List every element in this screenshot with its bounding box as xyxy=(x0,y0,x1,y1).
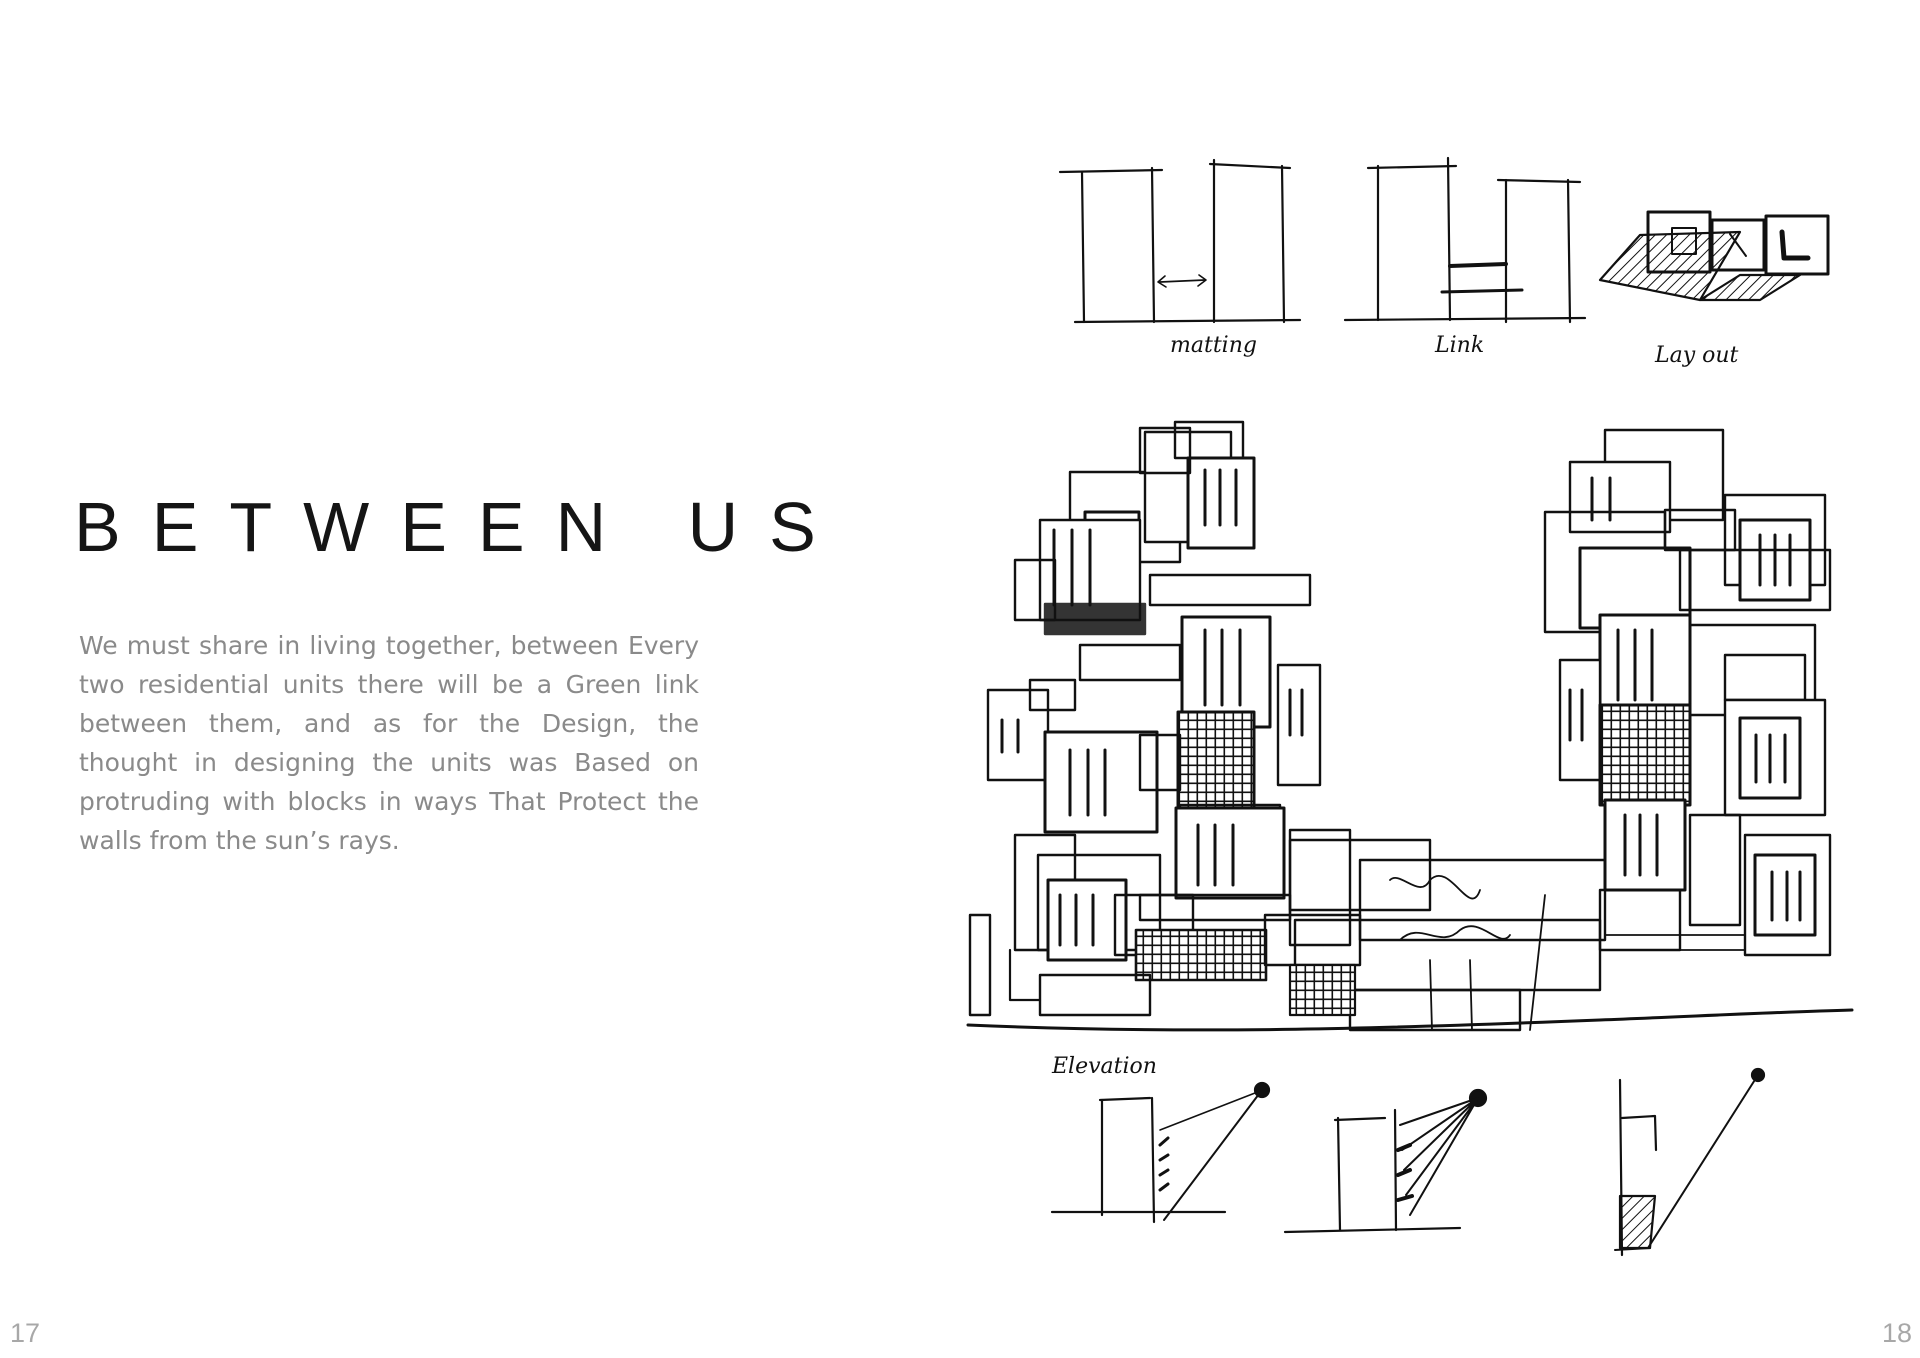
sun-diagram-3 xyxy=(1614,1067,1766,1257)
sun-diagram-1 xyxy=(1050,1081,1271,1224)
label-matting: matting xyxy=(1170,333,1257,358)
section-title: BETWEEN US xyxy=(74,488,847,566)
diagram-link xyxy=(1343,156,1587,324)
diagram-layout xyxy=(1598,210,1830,302)
diagram-matting xyxy=(1058,158,1302,324)
label-link: Link xyxy=(1434,333,1484,358)
page-number-right: 18 xyxy=(1882,1318,1913,1348)
elevation-drawing xyxy=(966,420,1854,1032)
label-layout: Lay out xyxy=(1654,343,1739,368)
sun-diagram-2 xyxy=(1283,1088,1488,1234)
label-elevation: Elevation xyxy=(1051,1054,1157,1079)
description-paragraph: We must share in living together, betwee… xyxy=(79,631,699,855)
architectural-sketch: matting Link xyxy=(960,140,1860,1270)
page-number-left: 17 xyxy=(10,1318,41,1348)
